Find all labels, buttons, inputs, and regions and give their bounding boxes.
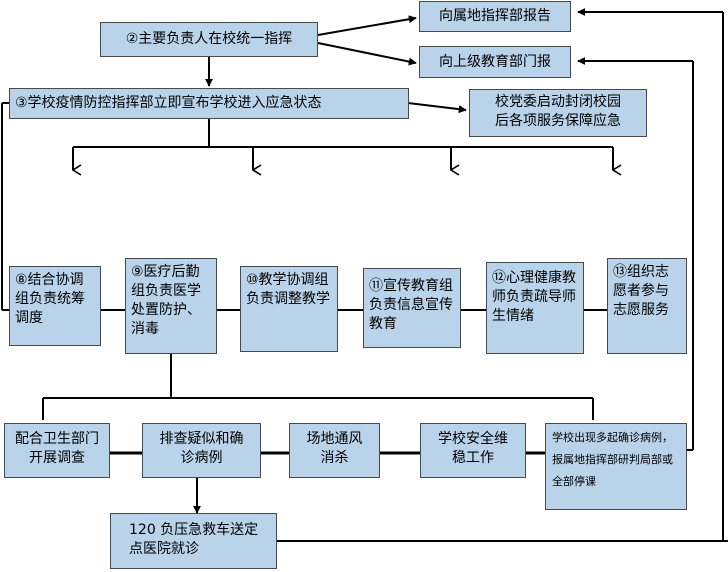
node-group-10: ⑩教学协调组负责调整教学 xyxy=(240,266,338,352)
node-party-line2: 后各项服务保障应急 xyxy=(495,113,621,129)
node-multi-cases: 学校出现多起确诊病例，报属地指挥部研判局部或全部停课 xyxy=(545,423,687,510)
node-leader: ②主要负责人在校统一指挥 xyxy=(100,22,318,57)
node-ambulance: 120 负压急救车送定点医院就诊 xyxy=(110,513,277,569)
node-group-12: ⑫心理健康教师负责疏导师生情绪 xyxy=(486,262,584,354)
node-group-9: ⑨医疗后勤组负责医学处置防护、消毒 xyxy=(125,258,217,354)
arrow-emergency-to-party xyxy=(407,102,467,114)
node-party: 校党委启动封闭校园 后各项服务保障应急 xyxy=(469,89,647,137)
node-security: 学校安全维稳工作 xyxy=(420,423,526,478)
node-group-13: ⑬组织志愿者参与志愿服务 xyxy=(607,258,687,354)
node-health-dept: 配合卫生部门开展调查 xyxy=(4,423,110,478)
arrow-leader-to-report-edu xyxy=(317,42,417,66)
node-screening: 排查疑似和确诊病例 xyxy=(142,423,261,478)
node-group-11: ⑪宣传教育组负责信息宣传教育 xyxy=(363,268,461,348)
node-party-line1: 校党委启动封闭校园 xyxy=(495,94,621,110)
node-report-local: 向属地指挥部报告 xyxy=(419,1,571,32)
node-group-8: ⑧结合协调组负责统筹调度 xyxy=(9,266,101,346)
node-ventilation: 场地通风消杀 xyxy=(289,423,380,478)
arrow-leader-to-report-local xyxy=(317,15,417,36)
node-report-edu: 向上级教育部门报 xyxy=(419,46,571,78)
node-emergency: ③学校疫情防控指挥部立即宣布学校进入应急状态 xyxy=(9,88,409,119)
